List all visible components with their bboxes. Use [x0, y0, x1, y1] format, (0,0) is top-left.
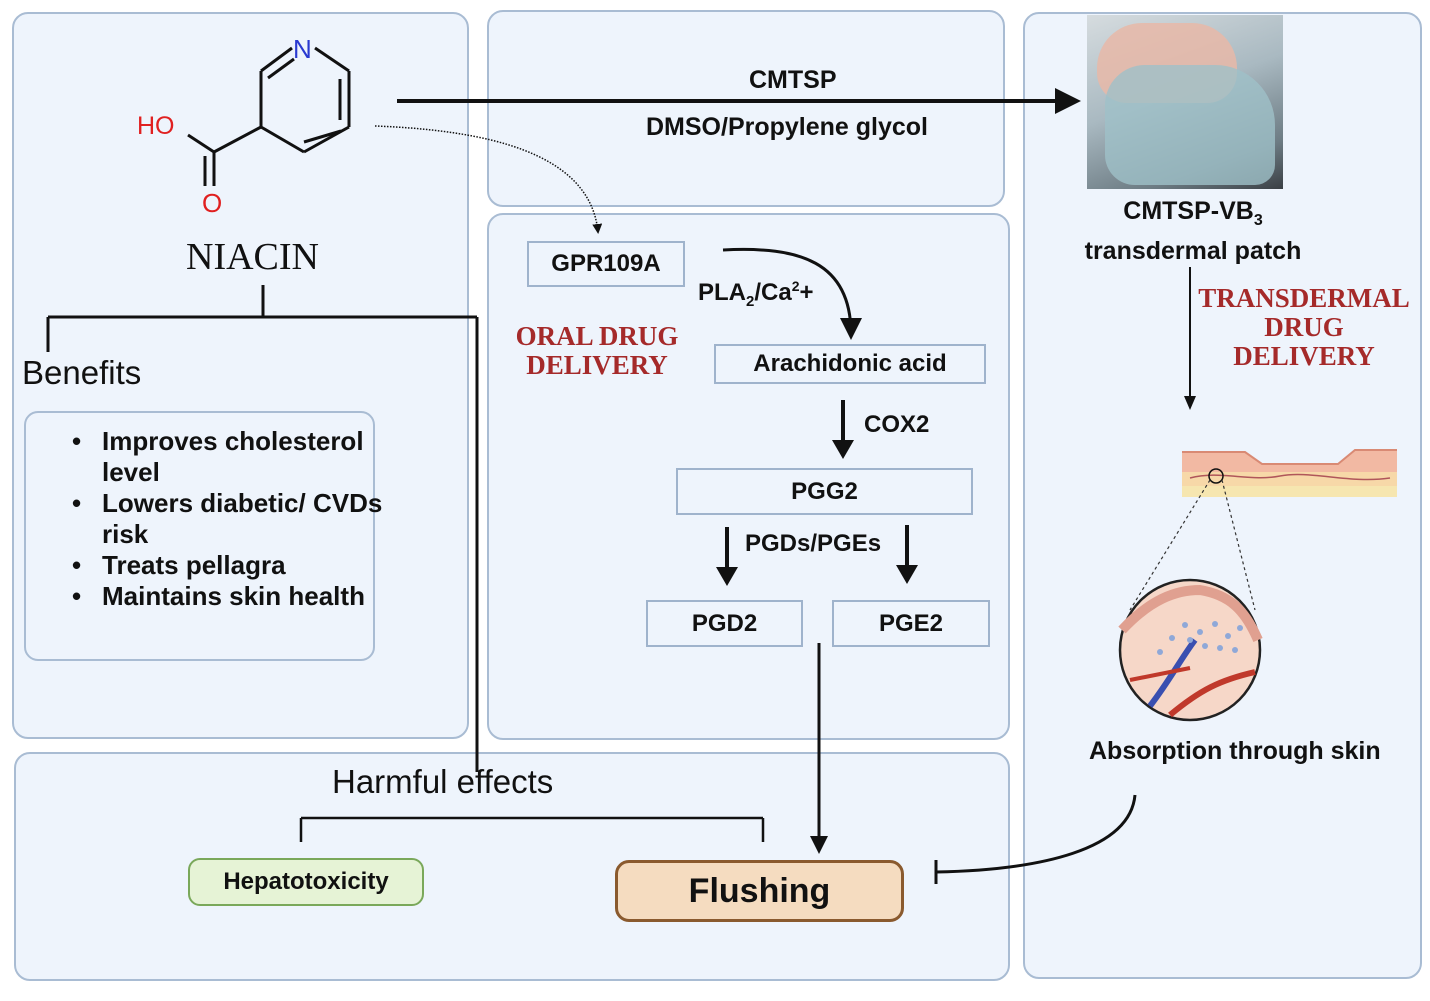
pla2-arrow [722, 247, 853, 333]
niacin-title: NIACIN [186, 236, 319, 278]
inhibition-arrow [935, 794, 1137, 874]
skin-layers-illustration [1182, 449, 1397, 497]
absorption-label: Absorption through skin [1089, 737, 1381, 765]
benefit-item: Treats pellagra [72, 550, 402, 581]
patch-name: CMTSP-VB [1123, 197, 1254, 225]
pgg2-box: PGG2 [676, 468, 973, 515]
oxygen-atom-label: O [202, 188, 223, 218]
formulation-panel [487, 10, 1005, 207]
niacin-tree-lines [46, 285, 479, 772]
harmful-bracket [299, 816, 765, 842]
benefit-item: Maintains skin health [72, 581, 402, 612]
oral-delivery-label: ORAL DRUG DELIVERY [515, 321, 679, 380]
pla-text: PLA [698, 279, 746, 306]
cox2-label: COX2 [864, 411, 930, 438]
pgd2-box: PGD2 [646, 600, 803, 647]
solvent-label: DMSO/Propylene glycol [646, 113, 929, 141]
hydroxyl-label: HO [137, 112, 175, 140]
pge2-box: PGE2 [832, 600, 990, 647]
ca-text: /Ca [754, 279, 792, 306]
patch-descriptor: transdermal patch [1084, 237, 1302, 265]
patch-subscript: 3 [1253, 212, 1263, 229]
patch-label: CMTSP-VB3 transdermal patch [1077, 196, 1309, 266]
arachidonic-acid-box: Arachidonic acid [714, 344, 986, 384]
pla-subscript: 2 [746, 292, 755, 310]
cmtsp-label: CMTSP [749, 66, 837, 94]
pla2-ca-label: PLA2/Ca2+ [698, 278, 814, 310]
hepatotoxicity-box: Hepatotoxicity [188, 858, 424, 906]
nitrogen-atom-label: N [293, 34, 312, 64]
niacin-structure [187, 46, 351, 186]
plus-text: + [799, 279, 814, 306]
harmful-effects-heading: Harmful effects [332, 763, 554, 800]
benefit-item: Lowers diabetic/ CVDs risk [72, 488, 402, 550]
benefits-heading: Benefits [22, 354, 142, 391]
oral-route-arrow [374, 125, 603, 234]
magnified-skin-illustration [1118, 578, 1263, 722]
benefits-list: Improves cholesterol level Lowers diabet… [52, 426, 402, 612]
transdermal-delivery-label: TRANSDERMAL DRUG DELIVERY [1198, 283, 1410, 371]
ca-superscript: 2 [791, 278, 800, 294]
flushing-box: Flushing [615, 860, 904, 922]
benefit-item: Improves cholesterol level [72, 426, 402, 488]
niacin-panel [12, 12, 469, 739]
pgds-pges-label: PGDs/PGEs [745, 530, 882, 557]
gpr109a-box: GPR109A [527, 241, 685, 287]
patch-photo [1087, 15, 1283, 189]
patch-film-shape [1105, 65, 1275, 185]
